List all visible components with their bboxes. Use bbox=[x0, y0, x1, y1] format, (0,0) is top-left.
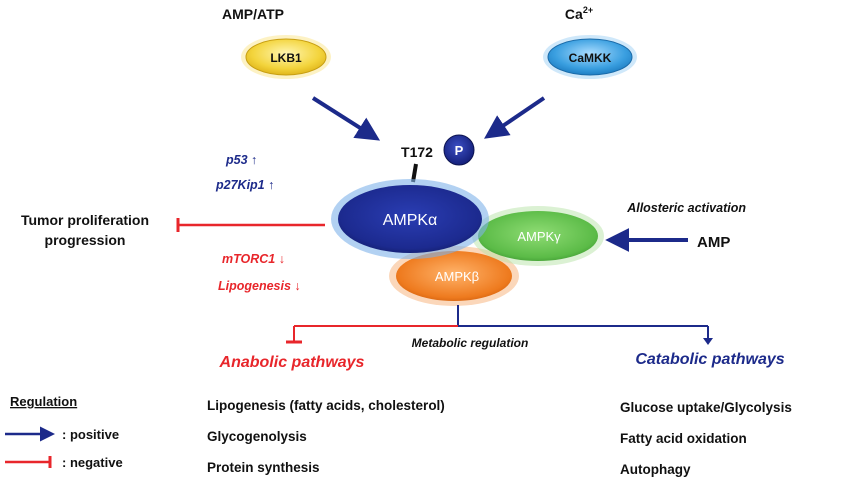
p53-up-label: p53 ↑ bbox=[225, 153, 257, 167]
lkb1-arrow bbox=[311, 96, 381, 141]
ampk-beta-node bbox=[396, 251, 512, 301]
t172-label: T172 bbox=[401, 144, 433, 160]
anabolic-item: Lipogenesis (fatty acids, cholesterol) bbox=[207, 398, 445, 413]
camkk-arrow bbox=[484, 96, 546, 139]
catabolic-arrowhead bbox=[703, 338, 713, 345]
catabolic-item: Fatty acid oxidation bbox=[620, 431, 747, 446]
anabolic-item: Protein synthesis bbox=[207, 460, 320, 475]
catabolic-item: Autophagy bbox=[620, 462, 691, 477]
phosphate-label: P bbox=[455, 143, 464, 158]
phosphate-circle bbox=[443, 134, 475, 166]
ampk-beta-label: AMPKβ bbox=[435, 269, 479, 284]
p27kip1-up-label: p27Kip1 ↑ bbox=[215, 178, 274, 192]
ampk-gamma-node bbox=[478, 211, 598, 261]
legend-title: Regulation bbox=[10, 394, 77, 409]
camkk-node bbox=[547, 38, 633, 76]
ampk-alpha-node bbox=[338, 185, 482, 253]
phospho-bond bbox=[411, 163, 418, 183]
tumor-label-line1: Tumor proliferation bbox=[21, 212, 149, 228]
lipogenesis-down-label: Lipogenesis ↓ bbox=[218, 279, 301, 293]
amp-label: AMP bbox=[697, 234, 730, 251]
lkb1-label: LKB1 bbox=[270, 51, 302, 65]
anabolic-title: Anabolic pathways bbox=[219, 354, 365, 371]
legend-negative-label: : negative bbox=[62, 455, 123, 470]
catabolic-item: Glucose uptake/Glycolysis bbox=[620, 400, 792, 415]
ampk-alpha-label: AMPKα bbox=[383, 212, 438, 229]
lkb1-node bbox=[245, 38, 327, 76]
allosteric-label: Allosteric activation bbox=[626, 201, 746, 215]
tumor-label-line2: progression bbox=[45, 232, 126, 248]
ampk-gamma-label: AMPKγ bbox=[517, 229, 561, 244]
camkk-label: CaMKK bbox=[569, 51, 612, 65]
legend-positive-label: : positive bbox=[62, 427, 119, 442]
catabolic-title: Catabolic pathways bbox=[635, 351, 784, 368]
calcium-label: Ca2+ bbox=[565, 5, 593, 22]
metabolic-regulation-label: Metabolic regulation bbox=[412, 336, 529, 350]
anabolic-item: Glycogenolysis bbox=[207, 429, 307, 444]
amp-atp-label: AMP/ATP bbox=[222, 6, 284, 22]
mtorc1-down-label: mTORC1 ↓ bbox=[222, 252, 285, 266]
